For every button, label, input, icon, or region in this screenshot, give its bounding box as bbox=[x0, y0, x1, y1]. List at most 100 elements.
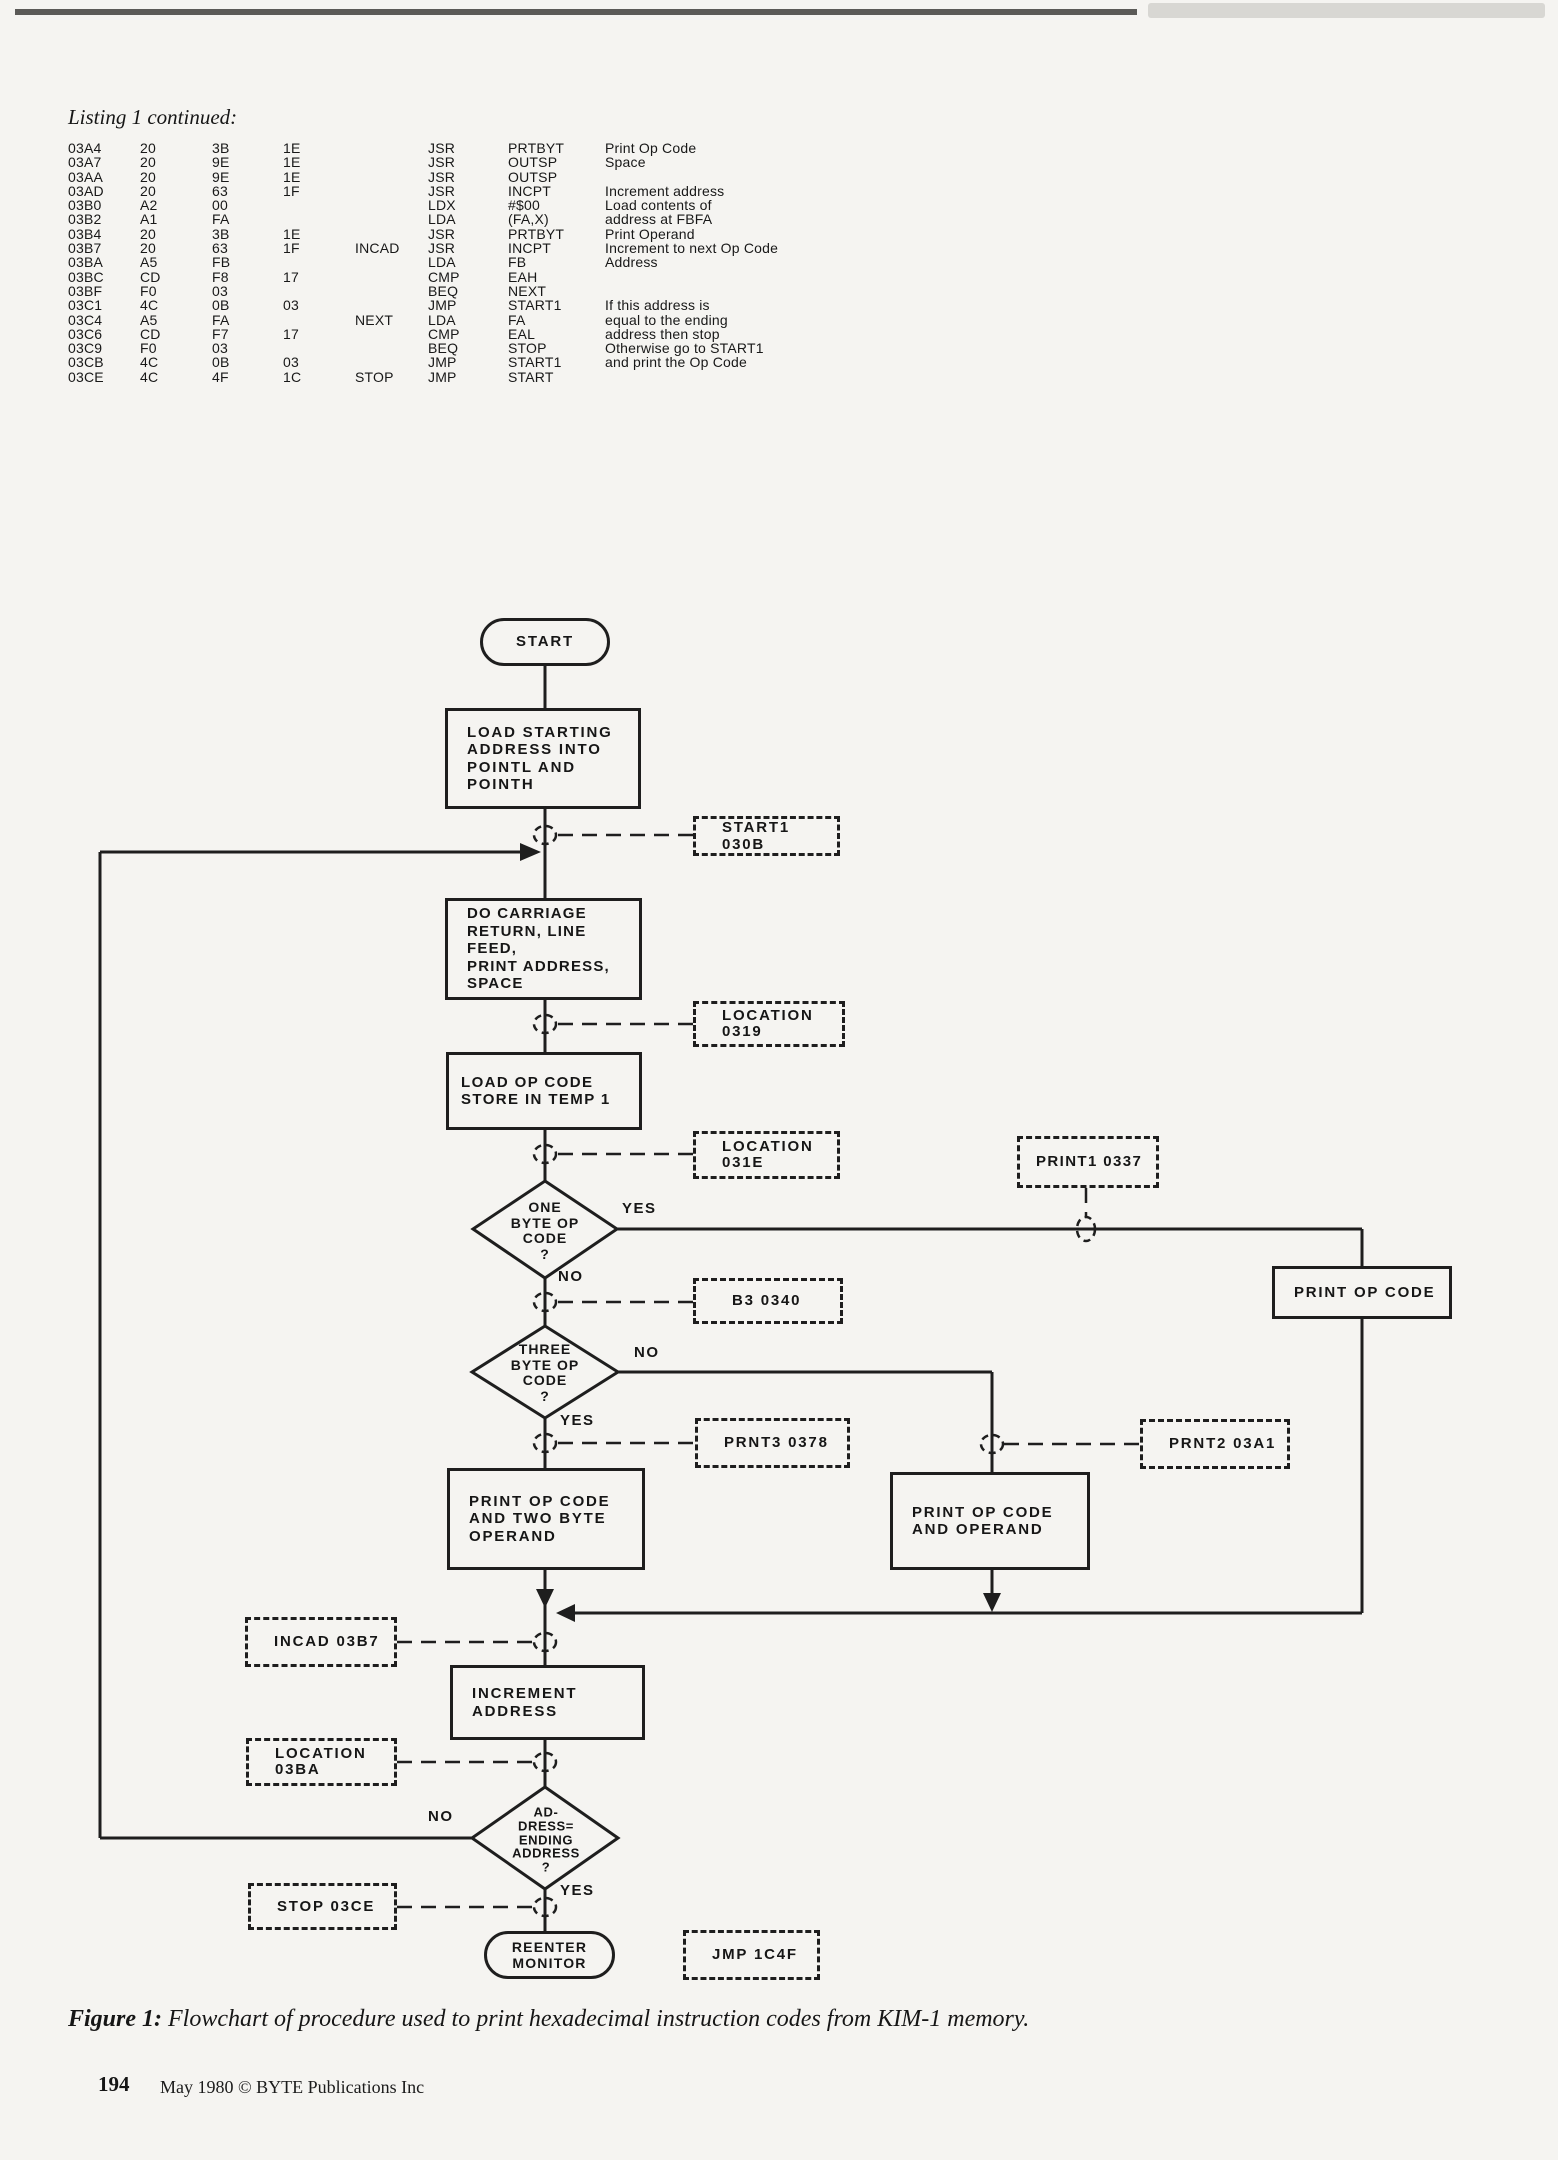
listing-row: 03B4 20 3B 1E JSR PRTBYT Print Operand bbox=[68, 225, 935, 242]
listing-row: 03B2 A1 FA LDA (FA,X) address at FBFA bbox=[68, 211, 935, 228]
listing-byte1: 20 bbox=[140, 240, 156, 257]
increment-address-label: INCREMENT ADDRESS bbox=[472, 1685, 578, 1720]
listing-byte3: 17 bbox=[283, 325, 299, 342]
listing-byte3: 03 bbox=[283, 297, 299, 314]
listing-byte1: 4C bbox=[140, 297, 159, 314]
listing-byte2: 0B bbox=[212, 354, 230, 371]
figure-caption: Figure 1: Flowchart of procedure used to… bbox=[68, 2006, 1188, 2033]
flow-lines bbox=[98, 665, 1364, 1932]
listing-operand: NEXT bbox=[508, 282, 547, 299]
no-label-three-byte: NO bbox=[634, 1344, 660, 1361]
listing-comment: Print Op Code bbox=[605, 140, 697, 156]
listing-mnemonic: JMP bbox=[428, 368, 457, 385]
listing-operand: START1 bbox=[508, 354, 562, 371]
listing-operand: INCPT bbox=[508, 182, 551, 199]
print-op-code-operand-label: PRINT OP CODE AND OPERAND bbox=[912, 1503, 1054, 1539]
listing-byte1: A5 bbox=[140, 311, 158, 328]
listing-mnemonic: LDX bbox=[428, 197, 456, 214]
reenter-monitor-terminal: REENTER MONITOR bbox=[484, 1931, 615, 1979]
listing-byte1: F0 bbox=[140, 282, 157, 299]
do-carriage-return-box: DO CARRIAGE RETURN, LINE FEED, PRINT ADD… bbox=[445, 898, 642, 1000]
one-byte-decision-label: ONE BYTE OP CODE ? bbox=[510, 1199, 580, 1262]
no-label-address-ending: NO bbox=[428, 1808, 454, 1825]
page-number: 194 bbox=[98, 2072, 130, 2096]
listing-comment: Address bbox=[605, 254, 658, 271]
listing-comment: Space bbox=[605, 154, 646, 171]
listing-address: 03CE bbox=[68, 368, 104, 385]
ref-jmp-1c4f: JMP 1C4F bbox=[683, 1930, 820, 1980]
listing-byte2: 4F bbox=[212, 368, 229, 385]
listing-comment: Increment to next Op Code bbox=[605, 240, 779, 257]
listing-byte1: 20 bbox=[140, 154, 156, 171]
listing-byte1: A2 bbox=[140, 197, 158, 214]
start-terminal: START bbox=[480, 618, 610, 666]
listing-address: 03C6 bbox=[68, 325, 103, 342]
listing-row: 03BC CD F8 17 CMP EAH bbox=[68, 268, 935, 285]
listing-byte2: FA bbox=[212, 211, 230, 228]
listing-address: 03B2 bbox=[68, 211, 102, 228]
listing-address: 03B4 bbox=[68, 225, 102, 242]
flow-decision-diamonds bbox=[469, 1179, 621, 1891]
listing-operand: FB bbox=[508, 254, 527, 271]
reenter-monitor-label: REENTER MONITOR bbox=[511, 1939, 588, 1971]
listing-byte1: A5 bbox=[140, 254, 158, 271]
listing-comment: Print Operand bbox=[605, 225, 695, 242]
ref-location-0319: LOCATION 0319 bbox=[693, 1001, 845, 1047]
listing-byte1: 20 bbox=[140, 182, 156, 199]
listing-byte1: 20 bbox=[140, 225, 156, 242]
listing-mnemonic: LDA bbox=[428, 211, 456, 228]
listing-byte2: 63 bbox=[212, 182, 228, 199]
flow-arrowheads bbox=[520, 843, 1001, 1622]
listing-byte3: 1E bbox=[283, 225, 301, 242]
yes-label-one-byte: YES bbox=[622, 1200, 657, 1217]
print-op-code-box: PRINT OP CODE bbox=[1272, 1266, 1452, 1319]
listing-label: INCAD bbox=[355, 240, 400, 257]
three-byte-diamond-shape bbox=[469, 1324, 621, 1420]
listing-byte2: 63 bbox=[212, 240, 228, 257]
yes-label-three-byte: YES bbox=[560, 1412, 595, 1429]
figure-caption-text: Flowchart of procedure used to print hex… bbox=[162, 2006, 1030, 2032]
listing-operand: START1 bbox=[508, 297, 562, 314]
listing-byte2: FA bbox=[212, 311, 230, 328]
listing-operand: #$00 bbox=[508, 197, 540, 214]
listing-operand: (FA,X) bbox=[508, 211, 549, 228]
listing-mnemonic: CMP bbox=[428, 268, 460, 285]
ref-prnt3-0378-label: PRNT3 0378 bbox=[724, 1434, 829, 1452]
ref-incad-03b7-label: INCAD 03B7 bbox=[274, 1633, 380, 1651]
listing-row: 03AD 20 63 1F JSR INCPT Increment addres… bbox=[68, 182, 935, 199]
listing-byte2: 9E bbox=[212, 168, 230, 185]
listing-mnemonic: JMP bbox=[428, 297, 457, 314]
listing-byte2: F7 bbox=[212, 325, 229, 342]
figure-caption-prefix: Figure 1: bbox=[68, 2006, 163, 2032]
listing-byte3: 1F bbox=[283, 182, 300, 199]
do-carriage-return-label: DO CARRIAGE RETURN, LINE FEED, PRINT ADD… bbox=[467, 905, 610, 993]
listing-byte2: FB bbox=[212, 254, 231, 271]
ref-b3-0340-label: B3 0340 bbox=[732, 1292, 802, 1310]
listing-address: 03C9 bbox=[68, 340, 103, 357]
print-two-byte-operand-box: PRINT OP CODE AND TWO BYTE OPERAND bbox=[447, 1468, 645, 1570]
listing-row: 03C9 F0 03 BEQ STOP Otherwise go to STAR… bbox=[68, 340, 935, 357]
listing-mnemonic: JSR bbox=[428, 240, 456, 257]
listing-byte1: CD bbox=[140, 268, 161, 285]
listing-byte1: 4C bbox=[140, 354, 159, 371]
ref-print1-0337-label: PRINT1 0337 bbox=[1036, 1153, 1143, 1171]
ref-jmp-1c4f-label: JMP 1C4F bbox=[712, 1946, 798, 1964]
scan-artifact-gray-bar bbox=[1148, 3, 1545, 18]
listing-mnemonic: JSR bbox=[428, 225, 456, 242]
listing-operand: STOP bbox=[508, 340, 547, 357]
ref-location-031e: LOCATION 031E bbox=[693, 1131, 840, 1179]
listing-address: 03CB bbox=[68, 354, 104, 371]
load-op-code-box: LOAD OP CODE STORE IN TEMP 1 bbox=[446, 1052, 642, 1130]
listing-mnemonic: CMP bbox=[428, 325, 460, 342]
listing-mnemonic: JSR bbox=[428, 182, 456, 199]
listing-address: 03B0 bbox=[68, 197, 102, 214]
yes-label-address-ending: YES bbox=[560, 1882, 595, 1899]
listing-row: 03CE 4C 4F 1C STOP JMP START bbox=[68, 368, 935, 385]
listing-comment: equal to the ending bbox=[605, 311, 728, 328]
code-listing: 03A4 20 3B 1E JSR PRTBYT Print Op Code 0… bbox=[68, 141, 935, 384]
listing-comment: address at FBFA bbox=[605, 211, 713, 228]
no-label-one-byte: NO bbox=[558, 1268, 584, 1285]
listing-address: 03A7 bbox=[68, 154, 102, 171]
